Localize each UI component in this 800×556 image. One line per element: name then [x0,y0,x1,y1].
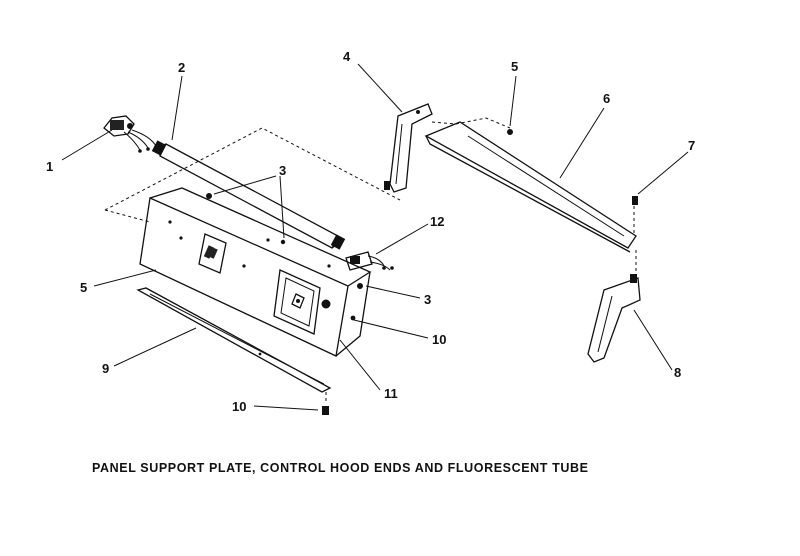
lamp-socket-part [103,115,158,153]
callout-10: 10 [432,332,446,347]
panel-support-plate-part [139,187,372,357]
leader-lines [61,63,689,411]
callout-1: 1 [46,159,53,174]
diagram-caption: PANEL SUPPORT PLATE, CONTROL HOOD ENDS A… [92,461,589,475]
starter-switch-part [345,251,394,271]
callout-12: 12 [430,214,444,229]
callout-8: 8 [674,365,681,380]
fluorescent-tube-part [151,140,346,250]
callout-11: 11 [384,386,398,401]
callout-5b: 5 [80,280,87,295]
hood-end-left-part [384,103,433,193]
callout-5: 5 [511,59,518,74]
screw-seven-part [632,196,638,205]
callout-4: 4 [343,49,351,64]
callout-10b: 10 [232,399,246,414]
trim-strip-part [136,287,332,393]
callout-3: 3 [279,163,286,178]
callout-2: 2 [178,60,185,75]
alignment-lines-left [104,127,401,223]
callout-9: 9 [102,361,109,376]
callout-6: 6 [603,91,610,106]
callout-7: 7 [688,138,695,153]
callout-3b: 3 [424,292,431,307]
alignment-lines-right [431,117,637,276]
hood-end-right-part [587,274,641,363]
screw-bottom-part [322,392,329,415]
control-hood-part [424,121,637,253]
